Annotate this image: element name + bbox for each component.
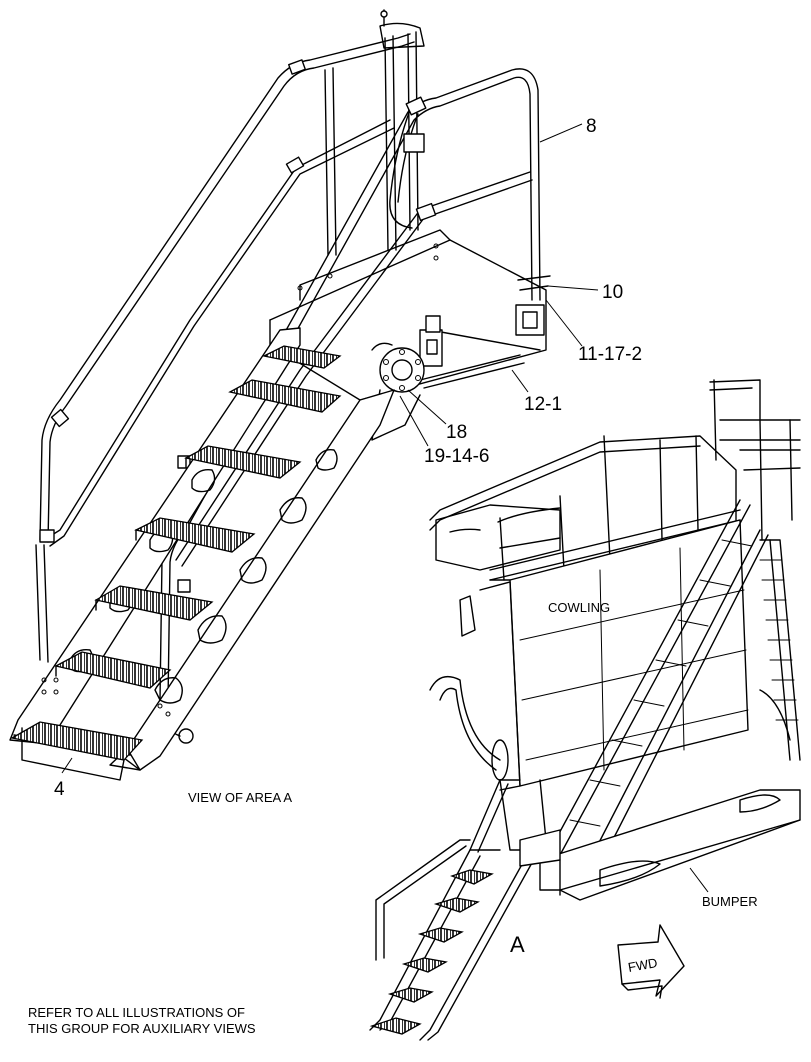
bumper-label: BUMPER [702, 894, 758, 909]
fwd-arrow: FWD [617, 924, 685, 999]
stair-treads [10, 345, 342, 761]
note-line-2: THIS GROUP FOR AUXILIARY VIEWS [28, 1021, 256, 1036]
view-of-area-label: VIEW OF AREA A [188, 790, 292, 805]
callout-18: 18 [446, 422, 467, 443]
callouts: 8 10 11-17-2 12-1 18 19-14-6 4 [54, 116, 642, 800]
callout-4: 4 [54, 779, 65, 800]
callout-12-1: 12-1 [524, 394, 562, 415]
area-a-marker: A [510, 932, 525, 957]
hinge-flange [371, 342, 425, 441]
callout-8: 8 [586, 116, 597, 137]
callout-11-17-2: 11-17-2 [578, 344, 642, 365]
callout-10: 10 [602, 282, 623, 303]
fwd-label: FWD [627, 955, 659, 975]
cowling-label: COWLING [548, 600, 610, 615]
far-handrail [35, 9, 425, 663]
callout-leaders [61, 123, 599, 774]
detail-stairway [9, 9, 551, 781]
machine-overview [369, 379, 801, 1041]
callout-19-14-6: 19-14-6 [424, 446, 490, 467]
note-line-1: REFER TO ALL ILLUSTRATIONS OF [28, 1005, 245, 1020]
upper-landing [269, 229, 547, 401]
